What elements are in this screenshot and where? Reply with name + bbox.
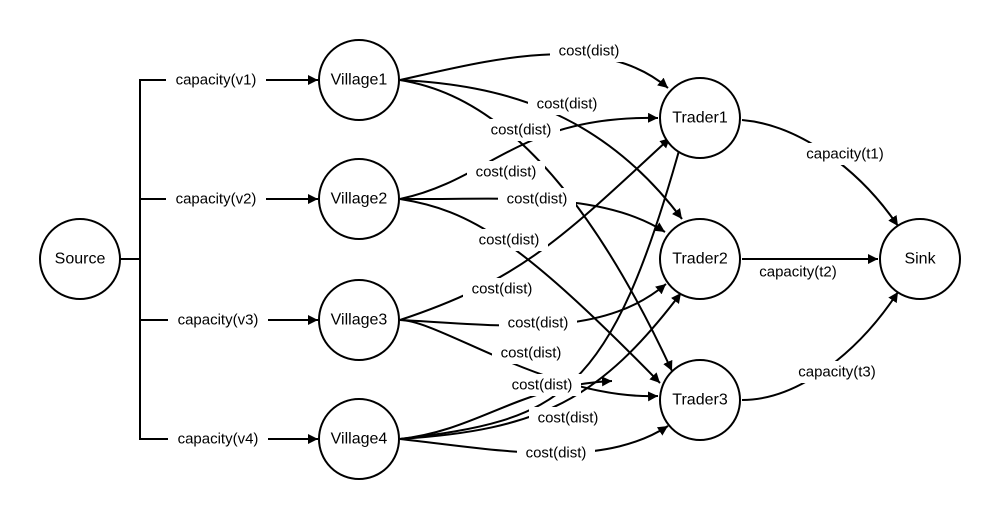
label-v2-t3: cost(dist) [470,229,548,251]
svg-text:Trader2: Trader2 [672,251,728,268]
label-src-v1: capacity(v1) [166,69,266,91]
edge-trader3-sink [741,291,899,401]
svg-text:Trader3: Trader3 [672,392,728,409]
svg-text:cost(dist): cost(dist) [526,445,587,462]
label-v4-t3: cost(dist) [517,442,595,464]
label-v4-t1: cost(dist) [503,374,581,396]
nodes: Source Village1 Village2 Village3 Villag… [39,39,961,480]
svg-text:Village3: Village3 [331,312,388,329]
svg-text:Sink: Sink [904,251,936,268]
edge-labels: capacity(v1) capacity(v2) capacity(v3) c… [166,40,895,464]
edge-village3-trader1 [399,137,671,321]
svg-text:capacity(t3): capacity(t3) [798,364,876,381]
node-village1: Village1 [318,39,400,121]
label-t2-sink: capacity(t2) [748,261,848,283]
svg-text:Source: Source [55,251,106,268]
svg-text:Village4: Village4 [331,431,388,448]
svg-text:capacity(v4): capacity(v4) [178,431,259,448]
label-src-v4: capacity(v4) [168,428,268,450]
label-v4-t2: cost(dist) [529,407,607,429]
label-v1-t2: cost(dist) [528,93,606,115]
svg-text:capacity(v1): capacity(v1) [176,72,257,89]
node-village2: Village2 [318,158,400,240]
svg-text:Village1: Village1 [331,72,388,89]
edge-trader1-sink [741,119,899,227]
label-v3-t1: cost(dist) [463,278,541,300]
svg-text:cost(dist): cost(dist) [537,96,598,113]
svg-text:cost(dist): cost(dist) [479,232,540,249]
edge-village1-trader1 [399,53,669,89]
svg-text:cost(dist): cost(dist) [507,191,568,208]
svg-text:capacity(v3): capacity(v3) [178,312,259,329]
node-trader3: Trader3 [659,359,741,441]
label-src-v2: capacity(v2) [166,188,266,210]
label-v1-t3: cost(dist) [482,119,560,141]
svg-text:cost(dist): cost(dist) [476,164,537,181]
svg-text:capacity(v2): capacity(v2) [176,191,257,208]
label-v1-t1: cost(dist) [550,40,628,62]
label-src-v3: capacity(v3) [168,309,268,331]
node-village4: Village4 [318,398,400,480]
label-t3-sink: capacity(t3) [787,361,887,383]
svg-text:cost(dist): cost(dist) [538,410,599,427]
node-sink: Sink [879,218,961,300]
svg-text:Trader1: Trader1 [672,110,728,127]
svg-text:Village2: Village2 [331,191,388,208]
label-t1-sink: capacity(t1) [795,143,895,165]
svg-text:cost(dist): cost(dist) [508,315,569,332]
node-trader2: Trader2 [659,218,741,300]
edges-source-villages [120,75,318,444]
edge-village4-trader2 [399,292,682,440]
svg-text:capacity(t2): capacity(t2) [759,264,837,281]
svg-text:cost(dist): cost(dist) [472,281,533,298]
svg-text:cost(dist): cost(dist) [559,43,620,60]
node-trader1: Trader1 [659,77,741,159]
node-village3: Village3 [318,279,400,361]
edge-village2-trader1 [399,112,659,200]
edge-source-village4 [120,258,318,444]
label-v2-t2: cost(dist) [498,188,576,210]
svg-text:cost(dist): cost(dist) [491,122,552,139]
node-source: Source [39,218,121,300]
label-v3-t3: cost(dist) [492,342,570,364]
svg-text:cost(dist): cost(dist) [512,377,573,394]
svg-text:capacity(t1): capacity(t1) [806,146,884,163]
edge-source-village1 [120,75,318,260]
label-v3-t2: cost(dist) [499,312,577,334]
label-v2-t1: cost(dist) [467,161,545,183]
svg-text:cost(dist): cost(dist) [501,345,562,362]
